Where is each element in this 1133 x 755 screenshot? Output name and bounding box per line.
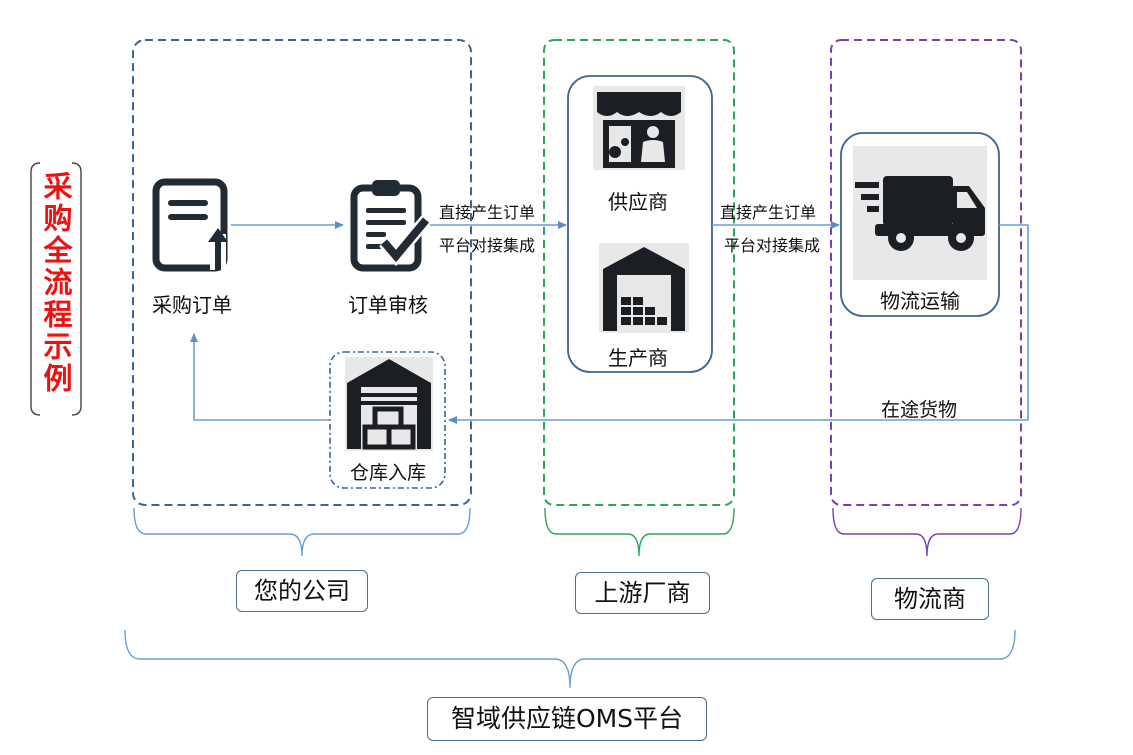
purchase-order-label: 采购订单 xyxy=(152,293,232,317)
arrow-warehouse-to-po xyxy=(190,333,330,421)
upstream-section-label: 上游厂商 xyxy=(575,572,710,614)
company-section-label: 您的公司 xyxy=(236,570,368,612)
side-title-bracket-left xyxy=(30,162,41,416)
platform-label: 智域供应链OMS平台 xyxy=(427,697,707,741)
arrow-logistics-to-warehouse xyxy=(448,224,1029,424)
warehouse-in-label: 仓库入库 xyxy=(349,462,426,484)
side-title: 采购全流程示例 xyxy=(30,163,82,415)
logistics-section-border xyxy=(830,39,1022,506)
edge2-label-line1: 直接产生订单 xyxy=(720,203,817,222)
factory-icon xyxy=(599,243,689,333)
edge1-label-line1: 直接产生订单 xyxy=(439,203,536,222)
edge1-label-line2: 平台对接集成 xyxy=(439,236,536,255)
storefront-icon xyxy=(593,86,685,170)
upstream-section-border xyxy=(543,39,735,506)
edge2-label-line2: 平台对接集成 xyxy=(724,236,821,255)
supplier-label: 供应商 xyxy=(608,190,668,214)
in-transit-label: 在途货物 xyxy=(880,399,957,421)
purchase-order-icon xyxy=(152,178,228,272)
manufacturer-label: 生产商 xyxy=(608,346,668,370)
brace-upstream xyxy=(544,507,735,557)
side-title-bracket-right xyxy=(71,162,82,416)
brace-logistics xyxy=(832,507,1022,557)
order-review-label: 订单审核 xyxy=(348,293,428,317)
clipboard-check-icon xyxy=(350,180,430,272)
logistics-section-label: 物流商 xyxy=(871,578,989,620)
side-title-text: 采购全流程示例 xyxy=(39,171,73,395)
brace-platform xyxy=(124,629,1016,689)
warehouse-icon xyxy=(345,357,433,451)
brace-company xyxy=(133,507,471,557)
truck-icon xyxy=(853,146,987,280)
company-section-border xyxy=(132,39,472,506)
logistics-transport-label: 物流运输 xyxy=(880,289,960,313)
